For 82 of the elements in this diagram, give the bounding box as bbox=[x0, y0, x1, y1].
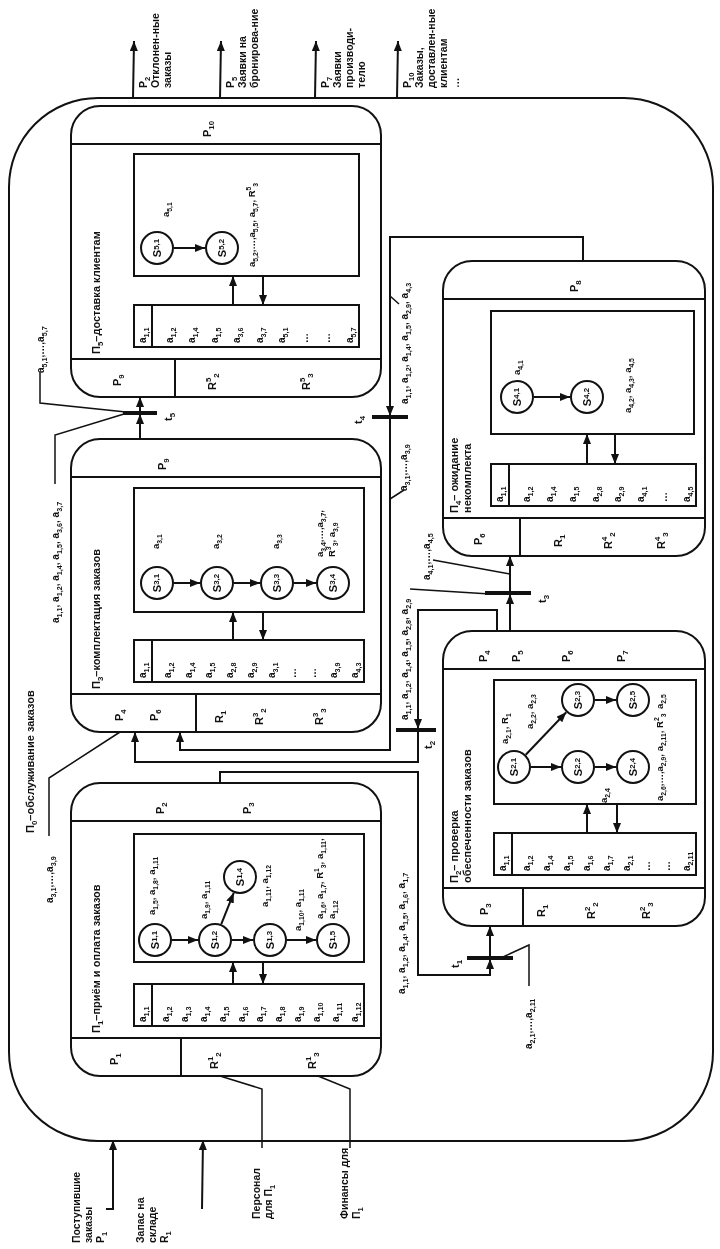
arrow bbox=[105, 1139, 117, 1210]
attribute-table bbox=[493, 832, 697, 876]
arrow bbox=[506, 593, 514, 632]
attribute-table bbox=[133, 983, 365, 1027]
arrow bbox=[231, 936, 254, 944]
arrow bbox=[583, 433, 591, 465]
arrow bbox=[173, 244, 206, 252]
output-label: Отклонен-ные заказы bbox=[149, 12, 173, 88]
arrow bbox=[259, 961, 267, 985]
process-box bbox=[442, 630, 706, 927]
attribute-label: … bbox=[658, 491, 671, 502]
arrow bbox=[229, 611, 237, 641]
arrow bbox=[131, 730, 419, 763]
arrow bbox=[530, 763, 562, 771]
arrow bbox=[583, 803, 591, 834]
state-graph-panel bbox=[133, 487, 365, 613]
arrow bbox=[229, 275, 237, 306]
attribute-table bbox=[490, 463, 697, 507]
arrow bbox=[524, 711, 568, 756]
arrow bbox=[198, 1139, 207, 1210]
attribute-table bbox=[133, 304, 360, 348]
attribute-label: … bbox=[321, 332, 334, 343]
arrow bbox=[293, 579, 317, 587]
transition-bar bbox=[485, 591, 531, 595]
arrow bbox=[486, 925, 494, 958]
process-box bbox=[70, 105, 382, 398]
arrow bbox=[229, 961, 237, 985]
transition-bar bbox=[372, 415, 408, 419]
arrow bbox=[220, 891, 235, 926]
arrow bbox=[533, 393, 571, 401]
input-label: Запас на складе bbox=[134, 1196, 158, 1243]
output-label: Заявки производи-телю bbox=[331, 26, 367, 88]
attribute-label: … bbox=[641, 860, 653, 871]
arrow bbox=[506, 555, 514, 593]
arrow bbox=[259, 611, 267, 641]
arrow bbox=[259, 275, 267, 306]
transition-bar bbox=[123, 411, 157, 415]
attribute-label: … bbox=[286, 667, 299, 678]
state-graph-panel bbox=[133, 153, 360, 277]
state-graph-panel bbox=[490, 310, 695, 435]
arrow bbox=[594, 696, 617, 704]
output-label: Заявки на бронирова-ние bbox=[236, 7, 260, 88]
attribute-table bbox=[133, 639, 365, 683]
arrow bbox=[176, 417, 391, 751]
system-boundary bbox=[8, 97, 714, 1142]
attribute-label: … bbox=[661, 860, 673, 871]
output-label: Заказы, доставлен-ные клиентам bbox=[413, 7, 449, 88]
leader-line bbox=[54, 413, 125, 485]
state-graph-panel bbox=[493, 679, 697, 805]
state-graph-panel bbox=[133, 833, 365, 963]
leader-line bbox=[219, 1075, 263, 1149]
leader-line bbox=[389, 489, 405, 500]
arrow bbox=[136, 413, 144, 440]
arrow bbox=[386, 236, 584, 417]
arrow bbox=[173, 579, 201, 587]
leader-line bbox=[389, 295, 400, 305]
arrow bbox=[136, 396, 144, 413]
leader-line bbox=[502, 943, 530, 987]
process-box bbox=[442, 260, 706, 557]
arrow bbox=[286, 936, 317, 944]
arrow bbox=[414, 609, 498, 730]
input-label: Поступившие заказы bbox=[70, 1170, 94, 1243]
arrow bbox=[311, 40, 320, 99]
arrow bbox=[219, 771, 494, 976]
transition-bar bbox=[396, 728, 436, 732]
arrow bbox=[393, 40, 402, 99]
arrow bbox=[611, 433, 619, 465]
arrow bbox=[233, 579, 261, 587]
process-box bbox=[70, 782, 382, 1077]
transition-bar bbox=[467, 956, 513, 960]
arrow bbox=[129, 40, 138, 99]
attribute-label: … bbox=[307, 667, 320, 678]
process-box bbox=[70, 438, 382, 733]
leader-line bbox=[317, 1075, 351, 1149]
leader-line bbox=[48, 731, 121, 837]
arrow bbox=[171, 936, 199, 944]
arrow bbox=[594, 763, 617, 771]
arrow bbox=[613, 803, 621, 834]
output-label: … bbox=[449, 76, 461, 88]
arrow bbox=[216, 40, 225, 99]
attribute-label: … bbox=[298, 332, 311, 343]
leader-line bbox=[432, 559, 511, 575]
